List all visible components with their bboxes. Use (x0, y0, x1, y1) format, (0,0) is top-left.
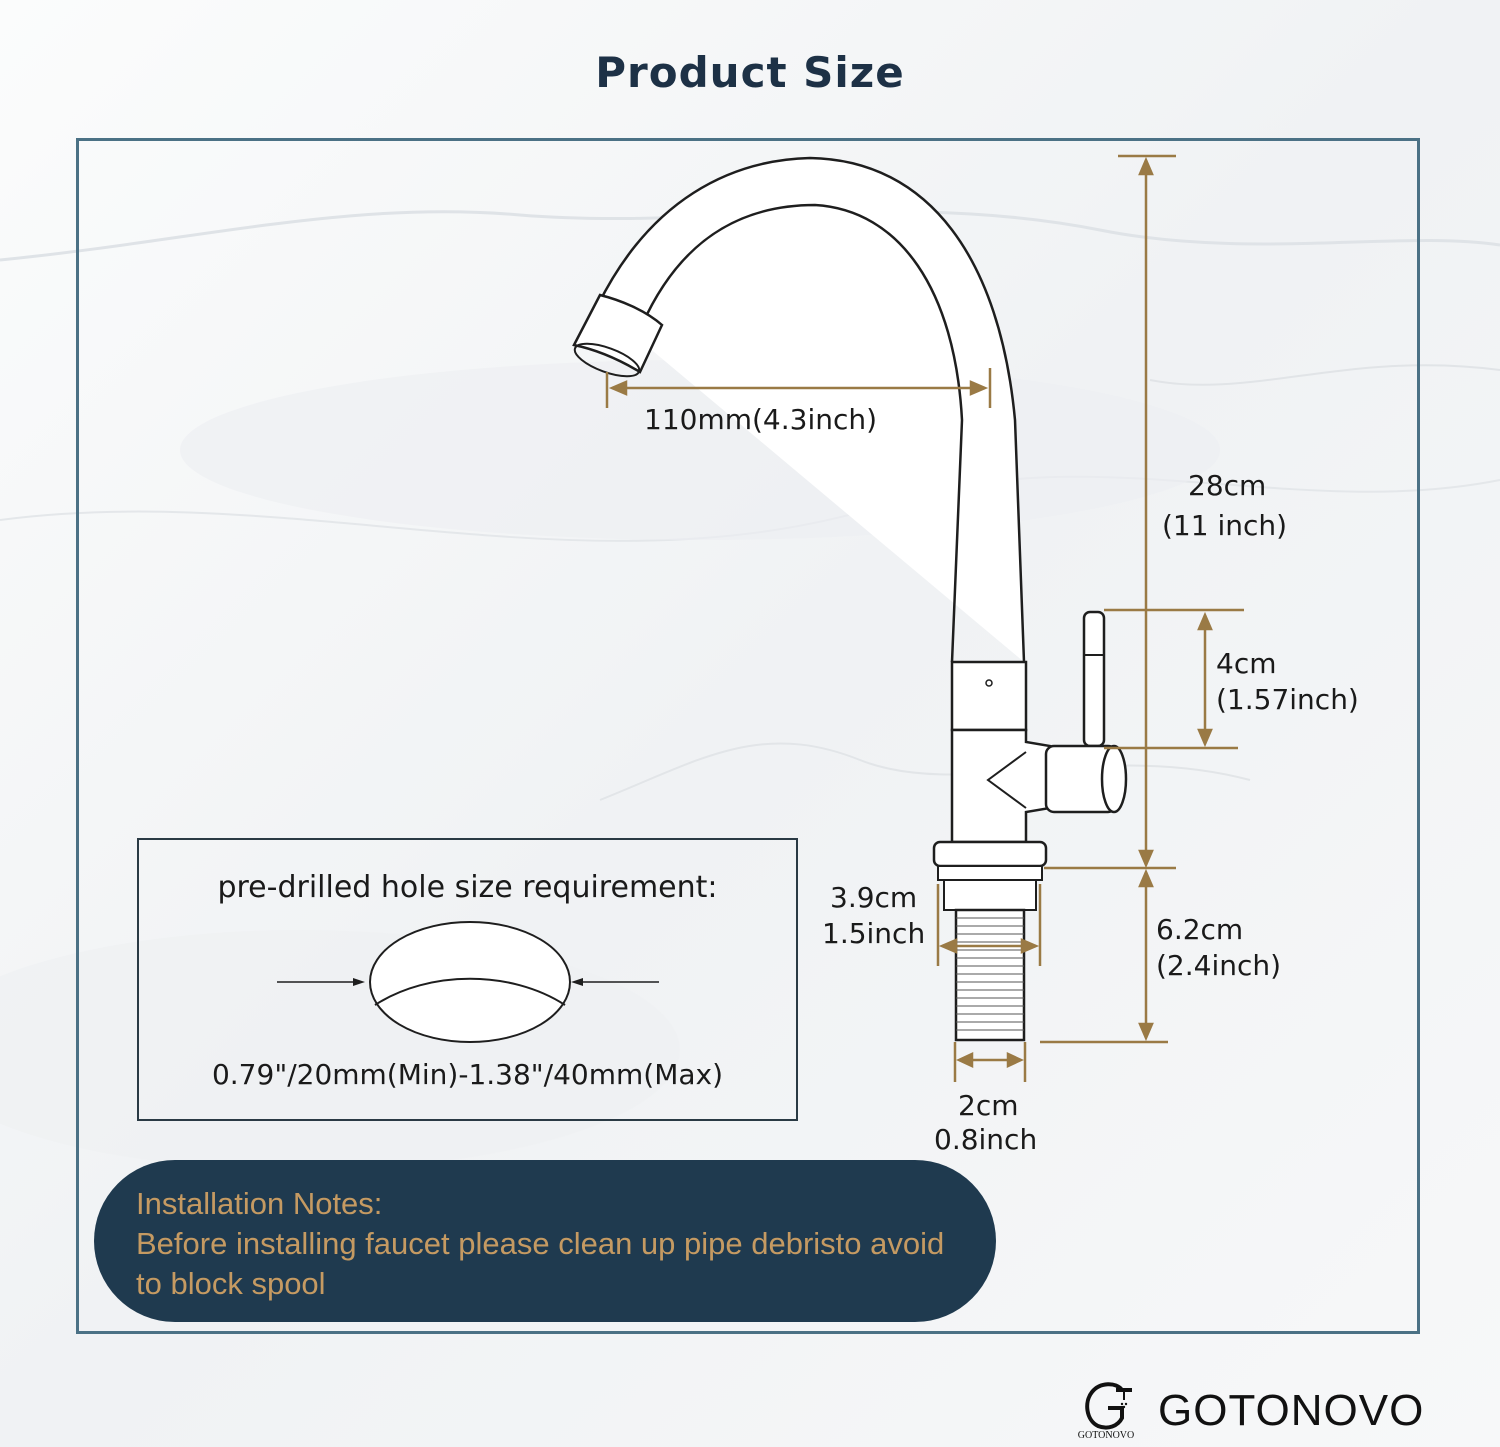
shank-length-inch-label: (2.4inch) (1156, 949, 1282, 982)
handle-cm-label: 4cm (1216, 647, 1277, 680)
page-title: Product Size (595, 48, 905, 97)
shank-diameter-cm-label: 2cm (958, 1089, 1019, 1122)
hole-size-range: 0.79"/20mm(Min)-1.38"/40mm(Max) (211, 1058, 724, 1091)
handle-inch-label: (1.57inch) (1216, 683, 1359, 716)
aerator (572, 293, 664, 374)
spout-reach-label: 110mm(4.3inch) (644, 403, 878, 436)
neck-collar (950, 660, 1028, 732)
notes-line-1: Before installing faucet please clean up… (136, 1226, 945, 1261)
faucet-body (950, 728, 1052, 844)
content-frame (76, 138, 1420, 1334)
brand-mark-icon (1085, 1382, 1132, 1430)
brand-logo: GOTONOVO GOTONOVO (1070, 1380, 1430, 1441)
installation-notes: Installation Notes: Before installing fa… (94, 1160, 996, 1322)
hole-size-box: pre-drilled hole size requirement: 0.79"… (137, 838, 798, 1121)
brand-small-text: GOTONOVO (1077, 1430, 1135, 1441)
height-inch-label: (11 inch) (1162, 509, 1288, 542)
hole-size-title: pre-drilled hole size requirement: (217, 870, 718, 905)
shank-diameter-inch-label: 0.8inch (934, 1123, 1038, 1156)
base-cm-label: 3.9cm (830, 881, 918, 914)
notes-heading: Installation Notes: (136, 1186, 383, 1221)
handle-lever (1082, 610, 1106, 748)
base-inch-label: 1.5inch (822, 917, 926, 950)
height-cm-label: 28cm (1188, 469, 1267, 502)
spout-inner-edge (640, 203, 964, 663)
shank-length-cm-label: 6.2cm (1156, 913, 1244, 946)
hole-illustration (277, 921, 659, 1043)
spout-outer-edge (596, 156, 1026, 663)
notes-line-2: to block spool (136, 1266, 326, 1301)
threaded-shank (954, 908, 1026, 1042)
base-flange (932, 840, 1048, 868)
brand-name: GOTONOVO (1158, 1386, 1425, 1435)
